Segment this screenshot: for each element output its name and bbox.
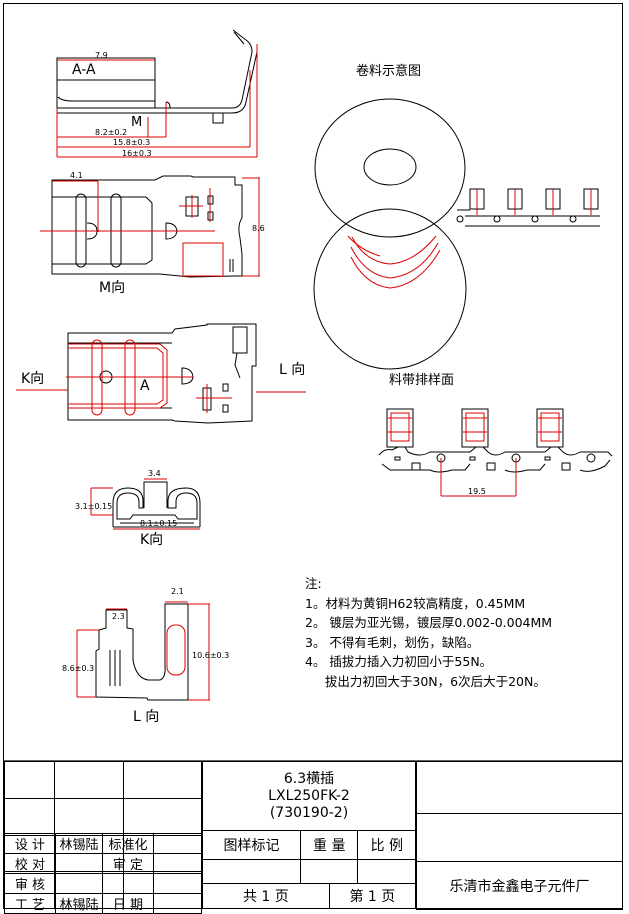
dim-k-gap: 3.4 [148,469,161,478]
dim-aa-d1: 8.2±0.2 [95,128,128,137]
company-name: 乐清市金鑫电子元件厂 [416,861,623,910]
sig-label-standard: 标准化 [102,833,154,854]
dim-m-height: 8.6 [252,224,265,233]
part-title: 6.3横插 [283,770,335,787]
arrow-k-label: K向 [21,371,45,387]
section-aa-label: A-A [72,62,96,78]
note-item: 1。材料为黄铜H62较高精度，0.45MM [305,595,526,611]
strip-title: 料带排样面 [389,373,455,388]
title-block: 设 计林锡陆标准化 校 对审 定 审 核 工 艺林锡陆日 期 6.3横插 LXL… [3,760,623,914]
sig-label-review: 审 核 [4,873,56,894]
sig-label-date: 日 期 [102,893,154,914]
view-l-label: L 向 [133,709,160,725]
dim-l-left-h: 8.6±0.3 [62,664,95,673]
sig-design: 林锡陆 [55,833,103,854]
dim-l-top-left: 2.3 [112,612,125,621]
sig-review [55,873,103,894]
part-code: (730190-2) [269,804,349,821]
dim-aa-width: 7.9 [95,51,108,60]
sig-label-process: 工 艺 [4,893,56,914]
reel-strip-parts [456,188,599,223]
sig-check [55,853,103,874]
sig-label-empty [102,873,154,894]
part-title-cell: 6.3横插 LXL250FK-2 (730190-2) [202,760,416,832]
drawing-frame [3,3,623,909]
dim-l-right-h: 10.6±0.3 [192,651,230,660]
dim-k-height: 3.1±0.15 [75,502,113,511]
section-aa-view [56,29,258,124]
sig-process: 林锡陆 [55,893,103,914]
signature-table: 设 计林锡陆标准化 校 对审 定 审 核 工 艺林锡陆日 期 [4,833,202,914]
weight-label: 重 量 [299,830,359,860]
part-number: LXL250FK-2 [268,787,350,804]
reel-diagram [313,98,600,370]
section-mark-a: A [140,378,150,394]
notes-block: 注: 1。材料为黄铜H62较高精度，0.45MM 2。 镀层为亚光锡，镀层厚0.… [305,574,552,691]
marker-m: M [131,115,143,130]
total-pages: 共 1 页 [202,883,330,909]
l-view [95,603,189,701]
company-table: 乐清市金鑫电子元件厂 [416,761,623,910]
note-item: 3。 不得有毛刺，划伤，缺陷。 [305,634,480,650]
dim-strip-pitch: 19.5 [468,487,486,496]
dim-aa-d3: 16±0.3 [122,149,152,158]
dim-aa-d2: 15.8±0.3 [113,138,151,147]
sig-label-design: 设 计 [4,833,56,854]
dim-k-width: 8.1±0.15 [140,519,178,528]
sig-label-approve: 审 定 [102,853,154,874]
reel-title: 卷料示意图 [356,64,422,79]
part-info-table: 6.3横插 LXL250FK-2 (730190-2) 图样标记重 量比 例 共… [202,760,417,909]
view-k-label: K向 [140,532,164,548]
arrow-l-label: L 向 [279,362,306,378]
dim-m-left: 4.1 [70,171,83,180]
m-view [51,175,243,278]
sig-label-check: 校 对 [4,853,56,874]
notes-heading: 注: [305,576,322,591]
note-item: 4。 插拔力插入力初回小于55N。 [305,654,493,669]
k-view [112,481,201,528]
page-number: 第 1 页 [328,883,417,909]
note-item: 2。 镀层为亚光锡，镀层厚0.002-0.004MM [305,615,553,630]
note-item: 拔出力初回大于30N，6次后大于20N。 [305,673,546,689]
dim-l-top-right: 2.1 [171,587,184,596]
strip-layout [378,408,613,473]
view-m-label: M向 [99,280,126,296]
scale-label: 比 例 [357,830,416,860]
mark-label: 图样标记 [202,830,301,860]
